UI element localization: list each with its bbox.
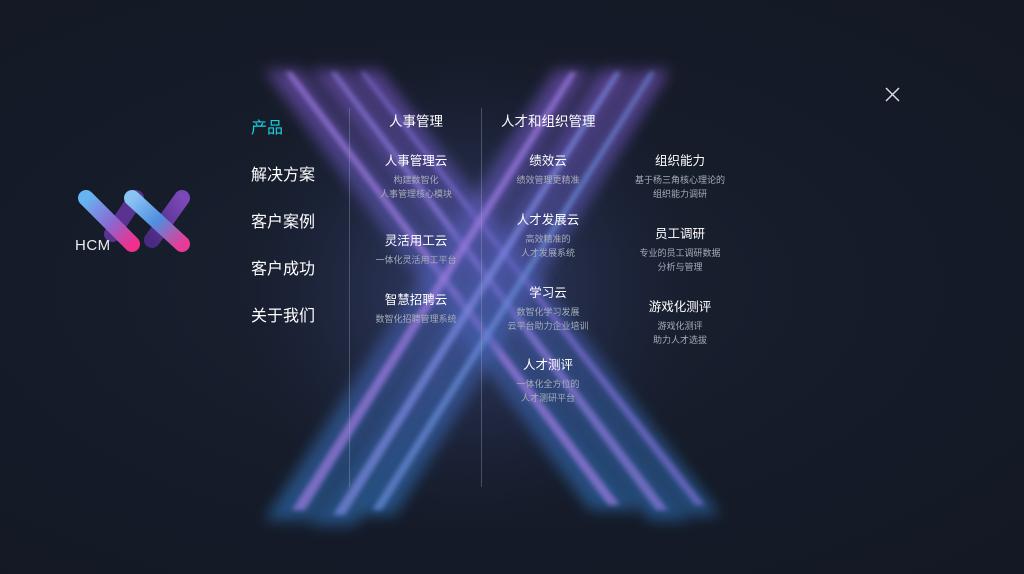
product-desc: 绩效管理更精准 <box>516 176 580 186</box>
product-desc: 专业的员工调研数据 <box>639 249 721 259</box>
product-desc: 助力人才选拔 <box>652 335 707 346</box>
divider <box>349 108 350 487</box>
product-hr-cloud[interactable]: 人事管理云 构建数智化 人事管理核心模块 <box>356 153 476 233</box>
product-gamified-assessment[interactable]: 游戏化测评 游戏化测评 助力人才选拔 <box>620 299 740 372</box>
product-title: 人事管理云 <box>384 153 448 168</box>
product-desc: 人事管理核心模块 <box>379 189 452 200</box>
nav-item-customer-success[interactable]: 客户成功 <box>251 259 316 278</box>
product-desc: 构建数智化 <box>393 176 439 186</box>
product-desc: 分析与管理 <box>657 262 703 273</box>
product-talent-development-cloud[interactable]: 人才发展云 高效精准的 人才发展系统 <box>488 212 608 285</box>
section-title-talent-org-management: 人才和组织管理 <box>501 114 596 130</box>
product-desc: 一体化灵活用工平台 <box>375 256 457 266</box>
product-title: 绩效云 <box>529 153 567 168</box>
talent-products-column-2: 组织能力 基于杨三角核心理论的 组织能力调研 员工调研 专业的员工调研数据 分析… <box>620 153 740 372</box>
nav-item-products[interactable]: 产品 <box>251 118 284 137</box>
product-flexible-employment-cloud[interactable]: 灵活用工云 一体化灵活用工平台 <box>356 233 476 292</box>
product-smart-recruiting-cloud[interactable]: 智慧招聘云 数智化招聘管理系统 <box>356 292 476 365</box>
nav-item-customer-cases[interactable]: 客户案例 <box>251 212 316 231</box>
logo-mark-icon <box>78 190 190 252</box>
nav-item-solutions[interactable]: 解决方案 <box>251 165 316 184</box>
main-nav: 产品 解决方案 客户案例 客户成功 关于我们 <box>251 117 315 352</box>
hcm-logo[interactable]: HCM <box>74 186 196 258</box>
close-icon <box>885 87 900 102</box>
product-performance-cloud[interactable]: 绩效云 绩效管理更精准 <box>488 153 608 212</box>
close-button[interactable] <box>882 84 902 104</box>
product-title: 游戏化测评 <box>648 299 712 314</box>
product-title: 人才发展云 <box>516 212 580 227</box>
product-org-capability[interactable]: 组织能力 基于杨三角核心理论的 组织能力调研 <box>620 153 740 226</box>
logo-text: HCM <box>75 237 111 254</box>
product-desc: 游戏化测评 <box>657 322 703 332</box>
product-title: 智慧招聘云 <box>384 292 448 307</box>
product-desc: 组织能力调研 <box>652 189 707 200</box>
product-learning-cloud[interactable]: 学习云 数智化学习发展 云平台助力企业培训 <box>488 285 608 357</box>
talent-products-column-1: 绩效云 绩效管理更精准 人才发展云 高效精准的 人才发展系统 学习云 数智化学习… <box>488 153 608 416</box>
product-desc: 基于杨三角核心理论的 <box>634 176 725 186</box>
product-desc: 数智化招聘管理系统 <box>375 315 457 325</box>
product-title: 人才测评 <box>522 357 573 372</box>
product-desc: 一体化全方位的 <box>516 380 580 390</box>
product-employee-survey[interactable]: 员工调研 专业的员工调研数据 分析与管理 <box>620 226 740 299</box>
hr-management-products: 人事管理云 构建数智化 人事管理核心模块 灵活用工云 一体化灵活用工平台 智慧招… <box>356 153 476 365</box>
product-title: 员工调研 <box>654 226 705 241</box>
product-desc: 云平台助力企业培训 <box>507 321 589 332</box>
divider <box>481 108 482 487</box>
product-desc: 数智化学习发展 <box>516 308 580 318</box>
product-title: 学习云 <box>529 285 567 300</box>
product-desc: 人才发展系统 <box>520 248 575 259</box>
product-desc: 人才测研平台 <box>520 393 575 404</box>
product-title: 组织能力 <box>654 153 705 168</box>
product-talent-assessment[interactable]: 人才测评 一体化全方位的 人才测研平台 <box>488 357 608 416</box>
nav-item-about-us[interactable]: 关于我们 <box>251 306 316 325</box>
section-title-hr-management: 人事管理 <box>389 114 443 130</box>
product-desc: 高效精准的 <box>525 235 571 245</box>
product-title: 灵活用工云 <box>384 233 448 248</box>
